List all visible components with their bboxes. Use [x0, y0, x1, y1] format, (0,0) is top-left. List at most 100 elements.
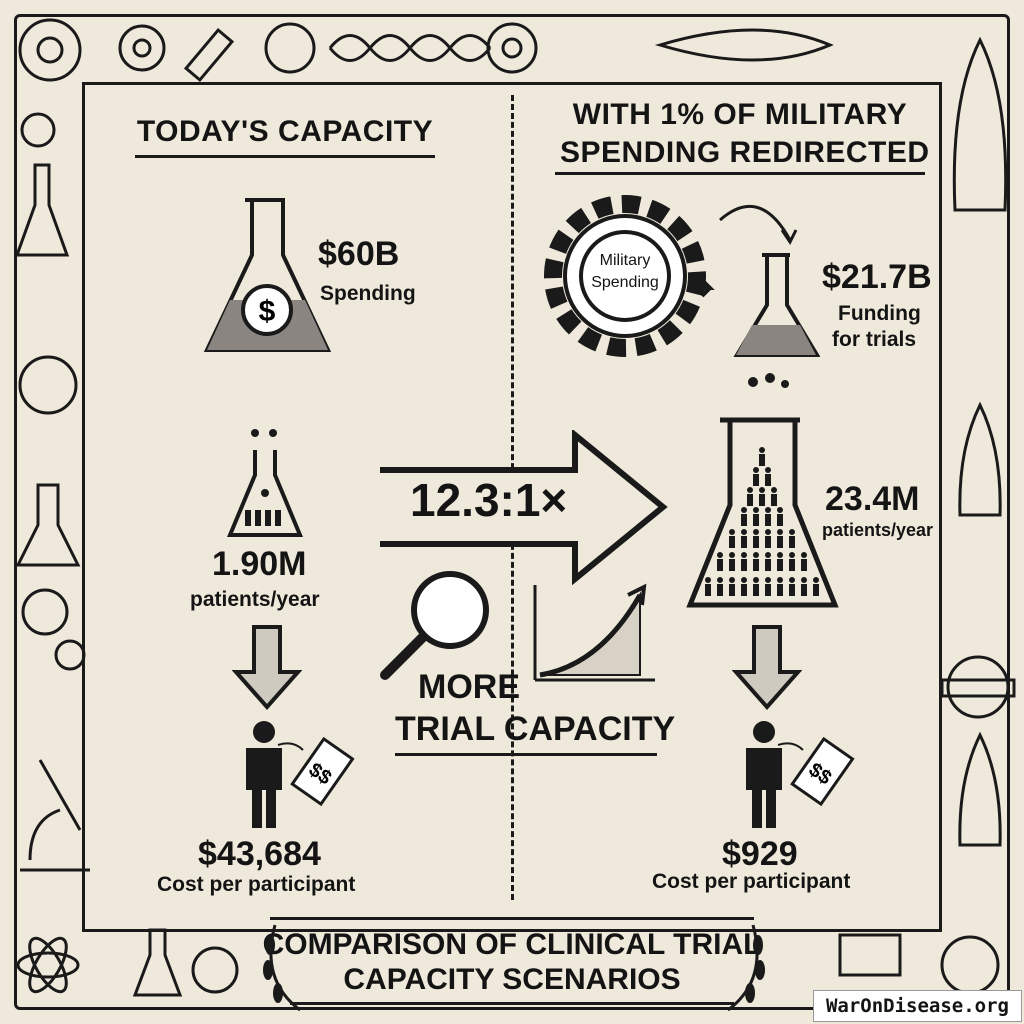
person-mark [765, 577, 771, 583]
person-mark [801, 577, 807, 583]
person-mark [753, 529, 759, 535]
person-mark [729, 529, 735, 535]
rocket-icon [958, 731, 1002, 847]
funding-flask-icon [719, 204, 820, 357]
laptop-icon [838, 933, 902, 977]
person-mark [753, 514, 759, 526]
person-mark [753, 559, 759, 571]
person-mark [777, 584, 783, 596]
heading-underline [135, 155, 435, 158]
left-heading: TODAY'S CAPACITY [136, 115, 434, 148]
person-mark [777, 507, 783, 513]
person-mark [753, 552, 759, 558]
down-arrow-icon [732, 625, 802, 710]
down-arrow-icon [232, 625, 302, 710]
person-mark [717, 552, 723, 558]
person-mark [717, 584, 723, 596]
patients-flask-small-icon [227, 429, 303, 537]
gear-icon [18, 18, 82, 82]
person-mark [753, 536, 759, 548]
person-mark [741, 577, 747, 583]
gear-label-line1: Military [599, 252, 651, 269]
person-mark [717, 559, 723, 571]
person-mark [789, 584, 795, 596]
person-mark [777, 577, 783, 583]
person-mark [729, 552, 735, 558]
person-mark [741, 559, 747, 571]
svg-text:$: $ [259, 295, 276, 328]
heading-underline [555, 172, 925, 175]
decorative-border-outer [14, 14, 1010, 1010]
person-mark [729, 577, 735, 583]
gear-icon [20, 112, 56, 148]
person-mark [765, 559, 771, 571]
caption-underline [395, 753, 657, 756]
person-mark [741, 552, 747, 558]
person-mark [741, 507, 747, 513]
person-mark [801, 552, 807, 558]
test-tube-icon [183, 27, 235, 83]
person-mark [759, 454, 765, 466]
gear-icon [486, 22, 538, 74]
right-heading-line2: SPENDING REDIRECTED [560, 136, 930, 169]
person-mark [759, 487, 765, 493]
rocket-icon [952, 36, 1008, 212]
growth-chart-icon [533, 583, 655, 682]
decorative-border-inner [82, 82, 942, 932]
flask-icon [132, 928, 183, 997]
microscope-icon [20, 759, 90, 872]
atom-icon [16, 936, 80, 994]
person-mark [705, 577, 711, 583]
person-mark [789, 559, 795, 571]
person-mark [753, 467, 759, 473]
person-mark [777, 552, 783, 558]
watermark: WarOnDisease.org [812, 990, 1022, 1022]
magnifying-glass-icon [380, 571, 489, 680]
person-mark [801, 559, 807, 571]
person-price-tag-icon: $$ [246, 721, 355, 828]
right-funding-line1: Funding [838, 302, 921, 325]
person-mark [801, 584, 807, 596]
person-mark [729, 536, 735, 548]
gauge-icon [18, 355, 78, 415]
person-mark [777, 559, 783, 571]
right-patients-value: 23.4M [825, 480, 920, 518]
person-mark [747, 494, 753, 506]
right-funding-line2: for trials [832, 328, 917, 351]
big-right-arrow-icon [380, 430, 668, 585]
person-mark [789, 577, 795, 583]
person-mark [741, 584, 747, 596]
gear-icon [118, 24, 166, 72]
left-patients-value: 1.90M [212, 545, 307, 583]
footer-line2: CAPACITY SCENARIOS [343, 963, 681, 996]
right-patients-label: patients/year [822, 520, 934, 540]
footer-rule [270, 917, 754, 920]
person-mark [765, 507, 771, 513]
center-caption-line2: TRIAL CAPACITY [395, 710, 676, 748]
person-mark [729, 584, 735, 596]
person-mark [765, 536, 771, 548]
person-mark [813, 584, 819, 596]
left-cost-value: $43,684 [198, 835, 321, 873]
person-mark [777, 514, 783, 526]
left-spending-value: $60B [318, 235, 400, 273]
footer-rule [290, 1002, 734, 1005]
right-cost-label: Cost per participant [652, 870, 851, 893]
person-mark [789, 552, 795, 558]
person-mark [729, 559, 735, 571]
person-mark [759, 447, 765, 453]
atom-icon [940, 935, 1000, 995]
petri-dish-icon [264, 22, 316, 74]
person-mark [771, 487, 777, 493]
person-mark [813, 577, 819, 583]
gear-icon [21, 588, 86, 671]
person-mark [753, 577, 759, 583]
person-mark [753, 507, 759, 513]
person-mark [777, 529, 783, 535]
center-caption-line1: MORE [418, 668, 520, 706]
person-mark [777, 536, 783, 548]
person-mark [765, 529, 771, 535]
laurel-left-icon [263, 924, 301, 1012]
patients-flask-large-icon [686, 373, 839, 608]
